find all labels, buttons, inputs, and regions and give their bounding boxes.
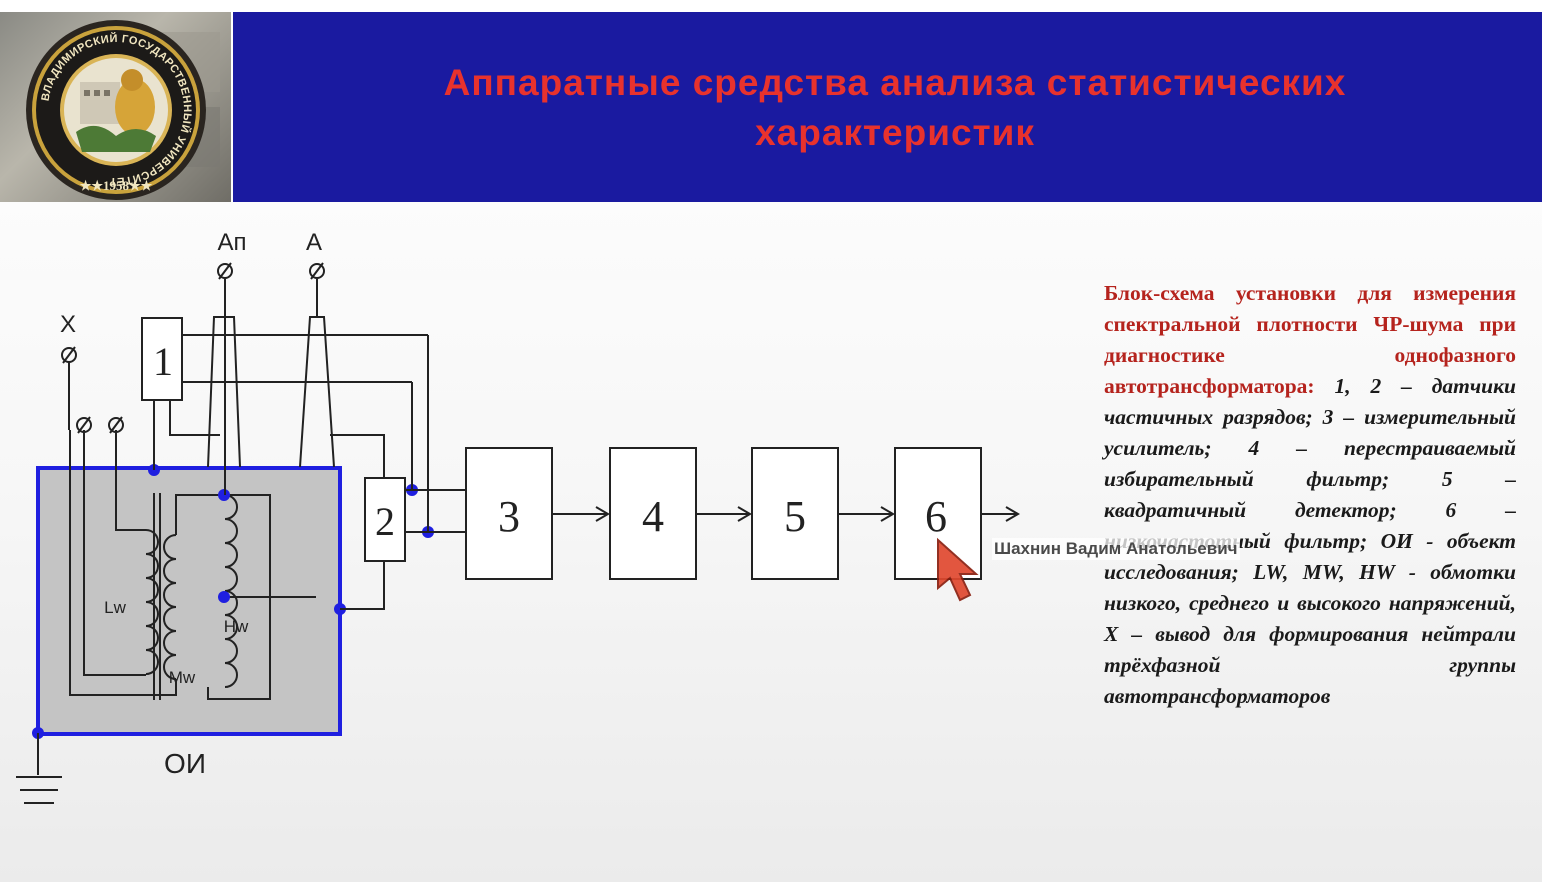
logo-panel: ВЛАДИМИРСКИЙ ГОСУДАРСТВЕННЫЙ УНИВЕРСИТЕТ… bbox=[0, 12, 231, 202]
block-5-detector bbox=[751, 447, 839, 580]
hw-winding bbox=[207, 494, 316, 700]
block-3-label: 3 bbox=[498, 492, 520, 541]
terminals bbox=[61, 262, 325, 434]
mw-label: Mw bbox=[169, 668, 196, 687]
block-1-sensor bbox=[141, 317, 183, 401]
object-label: ОИ bbox=[164, 748, 206, 779]
block-1-label: 1 bbox=[153, 339, 173, 384]
slide-title: Аппаратные средства анализа статистическ… bbox=[300, 58, 1490, 158]
block-6-label: 6 bbox=[925, 492, 947, 541]
seal-year: ★★1958★★ bbox=[80, 178, 153, 193]
lw-label: Lw bbox=[104, 598, 126, 617]
mw-winding bbox=[69, 430, 225, 696]
slide-title-line-2: характеристик bbox=[755, 112, 1035, 153]
block-2-label: 2 bbox=[375, 499, 395, 544]
header-band bbox=[233, 12, 1542, 202]
sensor-1-wiring bbox=[153, 334, 429, 532]
signal-arrows bbox=[552, 506, 1020, 522]
ground-symbol bbox=[16, 733, 62, 804]
block-3-amplifier bbox=[465, 447, 553, 580]
terminal-x-label: X bbox=[60, 311, 76, 338]
object-under-test bbox=[36, 466, 342, 736]
university-seal-logo: ВЛАДИМИРСКИЙ ГОСУДАРСТВЕННЫЙ УНИВЕРСИТЕТ… bbox=[26, 20, 220, 200]
speaker-name-overlay: Шахнин Вадим Анатольевич bbox=[992, 538, 1240, 560]
slide-title-line-1: Аппаратные средства анализа статистическ… bbox=[443, 62, 1347, 103]
terminal-a-label: А bbox=[306, 229, 322, 256]
caption-title: Блок-схема установки для измерения спект… bbox=[1104, 281, 1516, 398]
caption-body: 1, 2 – датчики частичных разрядов; 3 – и… bbox=[1104, 374, 1516, 708]
block-5-label: 5 bbox=[784, 492, 806, 541]
figure-caption: Блок-схема установки для измерения спект… bbox=[1104, 278, 1516, 712]
sensor-2-wiring bbox=[340, 382, 466, 610]
block-4-label: 4 bbox=[642, 492, 664, 541]
bushings bbox=[207, 279, 335, 495]
block-4-filter bbox=[609, 447, 697, 580]
hw-label: Hw bbox=[224, 617, 249, 636]
mouse-pointer-icon bbox=[937, 537, 979, 602]
block-2-sensor bbox=[364, 477, 406, 562]
block-diagram: X Ап А 1 2 3 bbox=[16, 229, 1020, 804]
lw-winding bbox=[83, 430, 159, 676]
terminal-am-label: Ап bbox=[217, 229, 246, 256]
